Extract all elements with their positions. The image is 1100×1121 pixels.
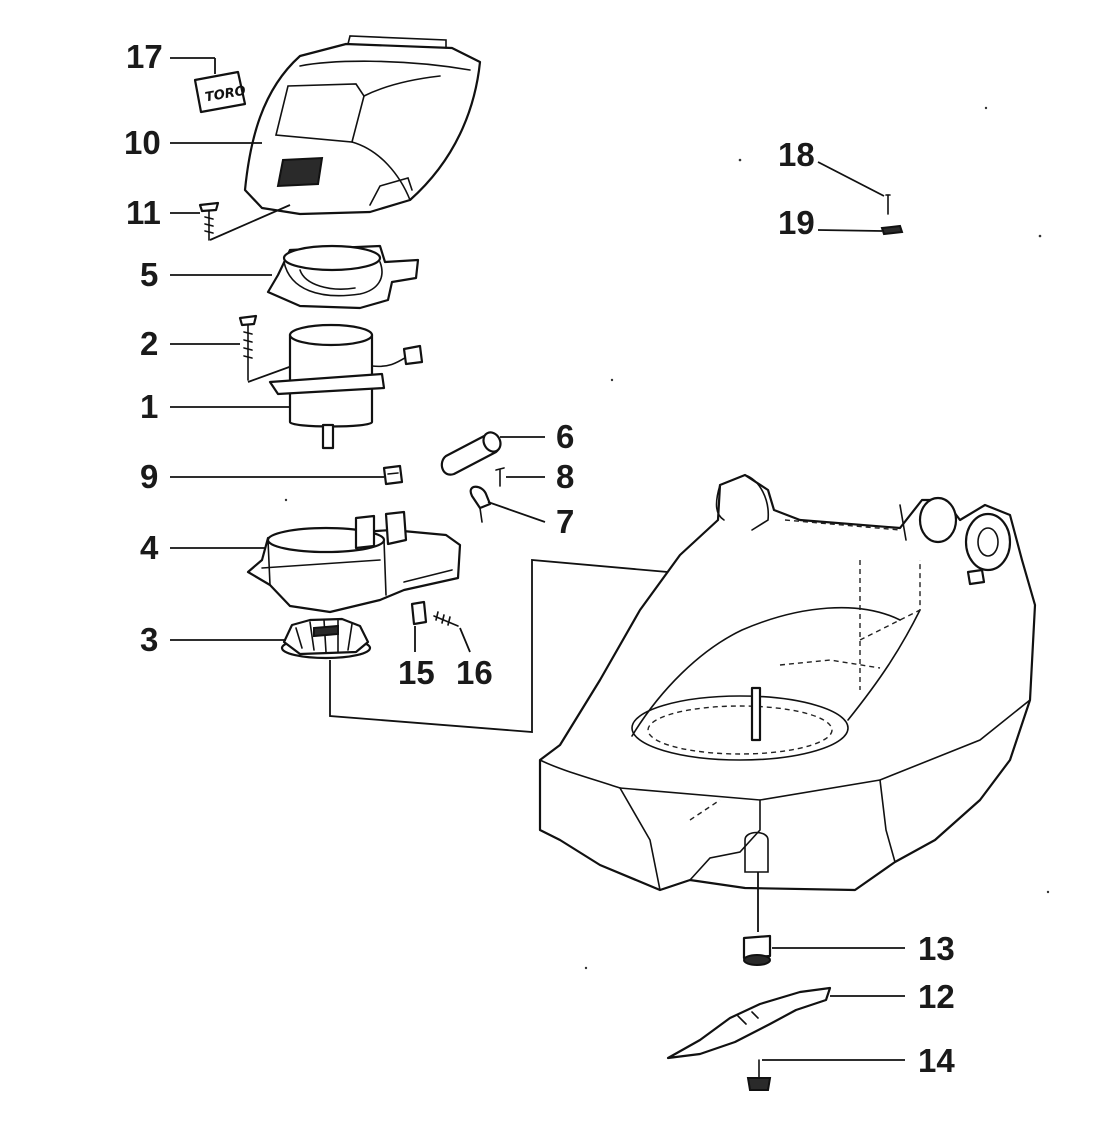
- part-10-motor-cover: [243, 35, 482, 216]
- callout-11: 11: [126, 194, 161, 231]
- part-9-connector-clip: [382, 464, 404, 486]
- part-4-fan-housing: [246, 510, 462, 614]
- leader-2b: [247, 365, 293, 383]
- callout-8: 8: [556, 458, 574, 495]
- callout-12: 12: [918, 978, 955, 1015]
- callout-18: 18: [778, 136, 815, 173]
- part-2-screw: [238, 314, 258, 381]
- leader-19: [817, 229, 883, 232]
- callout-17: 17: [126, 38, 163, 75]
- part-16-screw: [433, 611, 459, 627]
- part-14-blade-bolt: [746, 1059, 772, 1091]
- part-12-blade: [666, 986, 832, 1060]
- part-15-bracket: [410, 600, 428, 626]
- part-7-clamp: [469, 485, 492, 523]
- part-8-screw: [495, 467, 505, 487]
- callout-7: 7: [556, 503, 574, 540]
- scan-specks: [284, 106, 1050, 970]
- part-1-motor: [268, 323, 424, 450]
- callout-15: 15: [398, 654, 435, 691]
- callout-19: 19: [778, 204, 815, 241]
- part-6-capacitor: [440, 431, 502, 476]
- callout-14: 14: [918, 1042, 955, 1079]
- part-18-pin: [885, 194, 891, 215]
- mower-deck: [538, 473, 1037, 892]
- callout-9: 9: [140, 458, 158, 495]
- callout-16: 16: [456, 654, 493, 691]
- callout-1: 1: [140, 388, 158, 425]
- callout-6: 6: [556, 418, 574, 455]
- part-13-blade-adapter: [742, 934, 772, 966]
- leader-18: [817, 161, 885, 197]
- callout-4: 4: [140, 529, 159, 566]
- toro-logo-text: TORO: [204, 84, 247, 106]
- callout-3: 3: [140, 621, 158, 658]
- callout-10: 10: [124, 124, 161, 161]
- callout-5: 5: [140, 256, 158, 293]
- part-5-upper-housing: [266, 244, 420, 310]
- part-11-screw: [198, 201, 220, 241]
- callout-2: 2: [140, 325, 158, 362]
- callout-13: 13: [918, 930, 955, 967]
- part-17-toro-decal: TORO: [193, 70, 247, 114]
- leader-7: [487, 501, 546, 523]
- part-19-washer: [880, 224, 904, 236]
- leader-11b: [209, 204, 291, 241]
- part-3-fan: [280, 617, 372, 660]
- leader-16: [459, 627, 471, 653]
